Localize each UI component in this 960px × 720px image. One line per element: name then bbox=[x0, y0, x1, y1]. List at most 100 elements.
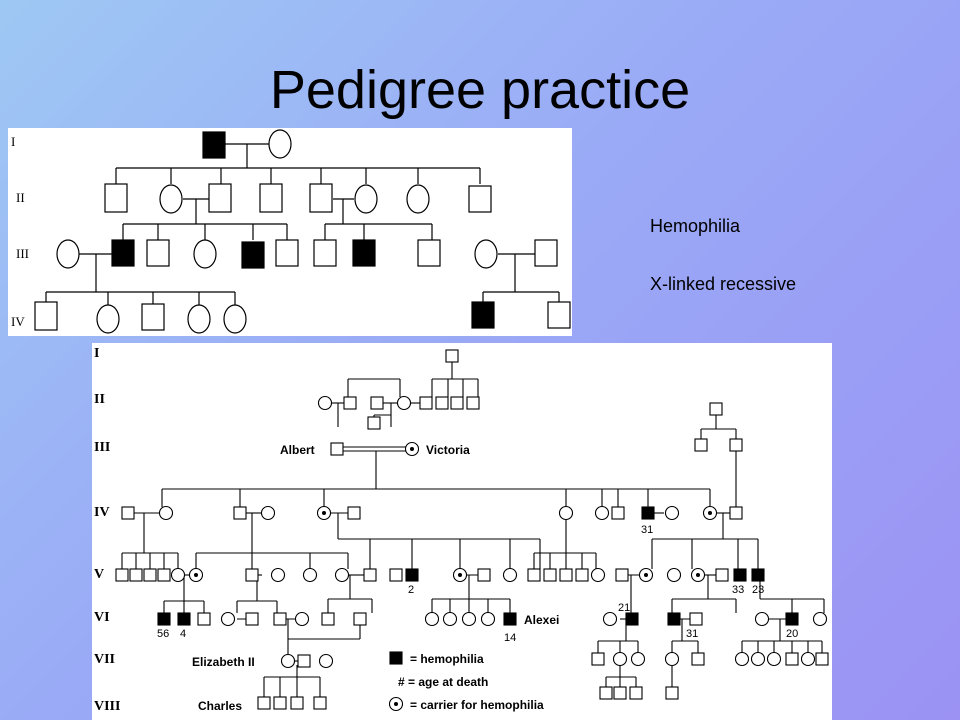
affected-male bbox=[202, 131, 226, 159]
unaffected-female bbox=[193, 239, 217, 269]
male bbox=[591, 652, 605, 666]
gen-label-iii: III bbox=[94, 440, 110, 455]
female bbox=[260, 505, 276, 521]
legend-carrier-symbol bbox=[388, 696, 404, 712]
gen-label-ii: II bbox=[16, 190, 25, 205]
unaffected-male bbox=[141, 303, 165, 331]
age-label: 33 bbox=[732, 584, 744, 596]
female bbox=[590, 567, 606, 583]
male bbox=[715, 568, 729, 582]
unaffected-male bbox=[313, 239, 337, 267]
male bbox=[257, 696, 271, 710]
female bbox=[480, 611, 496, 627]
carrier-female bbox=[690, 567, 706, 583]
affected-male bbox=[785, 612, 799, 626]
gen-label-viii: VIII bbox=[94, 699, 120, 714]
affected-male bbox=[667, 612, 681, 626]
unaffected-female bbox=[56, 239, 80, 269]
male bbox=[343, 396, 357, 410]
unaffected-male bbox=[534, 239, 558, 267]
female bbox=[302, 567, 318, 583]
elizabeth-circle bbox=[280, 653, 296, 669]
carrier-female bbox=[316, 505, 332, 521]
male bbox=[143, 568, 157, 582]
age-label: 23 bbox=[752, 584, 764, 596]
unaffected-male bbox=[417, 239, 441, 267]
unaffected-female bbox=[187, 304, 211, 334]
female bbox=[220, 611, 236, 627]
gen-label-iv: IV bbox=[94, 505, 110, 520]
legend-age-at-death: # = age at death bbox=[398, 675, 488, 689]
female bbox=[502, 567, 518, 583]
male bbox=[273, 612, 287, 626]
note-inheritance: X-linked recessive bbox=[650, 274, 797, 294]
age-label: 20 bbox=[786, 628, 798, 640]
gen-label-i: I bbox=[94, 346, 99, 361]
affected-male bbox=[503, 612, 517, 626]
male bbox=[157, 568, 171, 582]
male bbox=[370, 396, 384, 410]
age-label: 4 bbox=[180, 628, 186, 640]
carrier-female bbox=[638, 567, 654, 583]
female bbox=[294, 611, 310, 627]
unaffected-male bbox=[104, 183, 128, 213]
age-label: 31 bbox=[686, 628, 698, 640]
male bbox=[245, 568, 259, 582]
name-elizabeth: Elizabeth II bbox=[192, 655, 255, 669]
unaffected-male bbox=[468, 185, 492, 213]
pedigree-lines bbox=[121, 362, 825, 697]
unaffected-male bbox=[34, 301, 58, 331]
male bbox=[450, 396, 464, 410]
male bbox=[575, 568, 589, 582]
male bbox=[629, 686, 643, 700]
male bbox=[527, 568, 541, 582]
female bbox=[461, 611, 477, 627]
male bbox=[389, 568, 403, 582]
female bbox=[666, 567, 682, 583]
affected-male bbox=[405, 568, 419, 582]
note-trait: Hemophilia bbox=[650, 216, 741, 236]
affected-male bbox=[751, 568, 765, 582]
pedigree-chart-simple: I II III IV bbox=[8, 128, 572, 336]
name-albert: Albert bbox=[280, 443, 315, 457]
unaffected-female bbox=[406, 184, 430, 214]
age-label: 14 bbox=[504, 632, 516, 644]
male bbox=[347, 506, 361, 520]
name-alexei: Alexei bbox=[524, 613, 559, 627]
carrier-female bbox=[452, 567, 468, 583]
gen-label-vi: VI bbox=[94, 610, 110, 625]
male bbox=[729, 438, 743, 452]
victoria-carrier-circle bbox=[404, 441, 420, 457]
male bbox=[785, 652, 799, 666]
female bbox=[270, 567, 286, 583]
female bbox=[734, 651, 750, 667]
unaffected-female bbox=[354, 184, 378, 214]
female bbox=[812, 611, 828, 627]
male bbox=[435, 396, 449, 410]
male bbox=[709, 402, 723, 416]
female bbox=[754, 611, 770, 627]
gen-label-ii: II bbox=[94, 392, 105, 407]
age-label: 31 bbox=[641, 524, 653, 536]
female bbox=[442, 611, 458, 627]
affected-male bbox=[471, 301, 495, 329]
female bbox=[396, 395, 412, 411]
female bbox=[317, 395, 333, 411]
male bbox=[273, 696, 287, 710]
male bbox=[121, 506, 135, 520]
unaffected-male bbox=[275, 239, 299, 267]
gen-label-iv: IV bbox=[11, 314, 25, 329]
female bbox=[766, 651, 782, 667]
male bbox=[691, 652, 705, 666]
albert-square bbox=[330, 442, 344, 456]
male bbox=[233, 506, 247, 520]
male bbox=[245, 612, 259, 626]
legend-affected-symbol bbox=[389, 651, 403, 665]
unaffected-male bbox=[309, 183, 333, 213]
male bbox=[611, 506, 625, 520]
male bbox=[613, 686, 627, 700]
female bbox=[334, 567, 350, 583]
pedigree-chart-royal: I II III IV V VI VII VIII bbox=[92, 343, 832, 720]
female bbox=[664, 505, 680, 521]
male bbox=[477, 568, 491, 582]
